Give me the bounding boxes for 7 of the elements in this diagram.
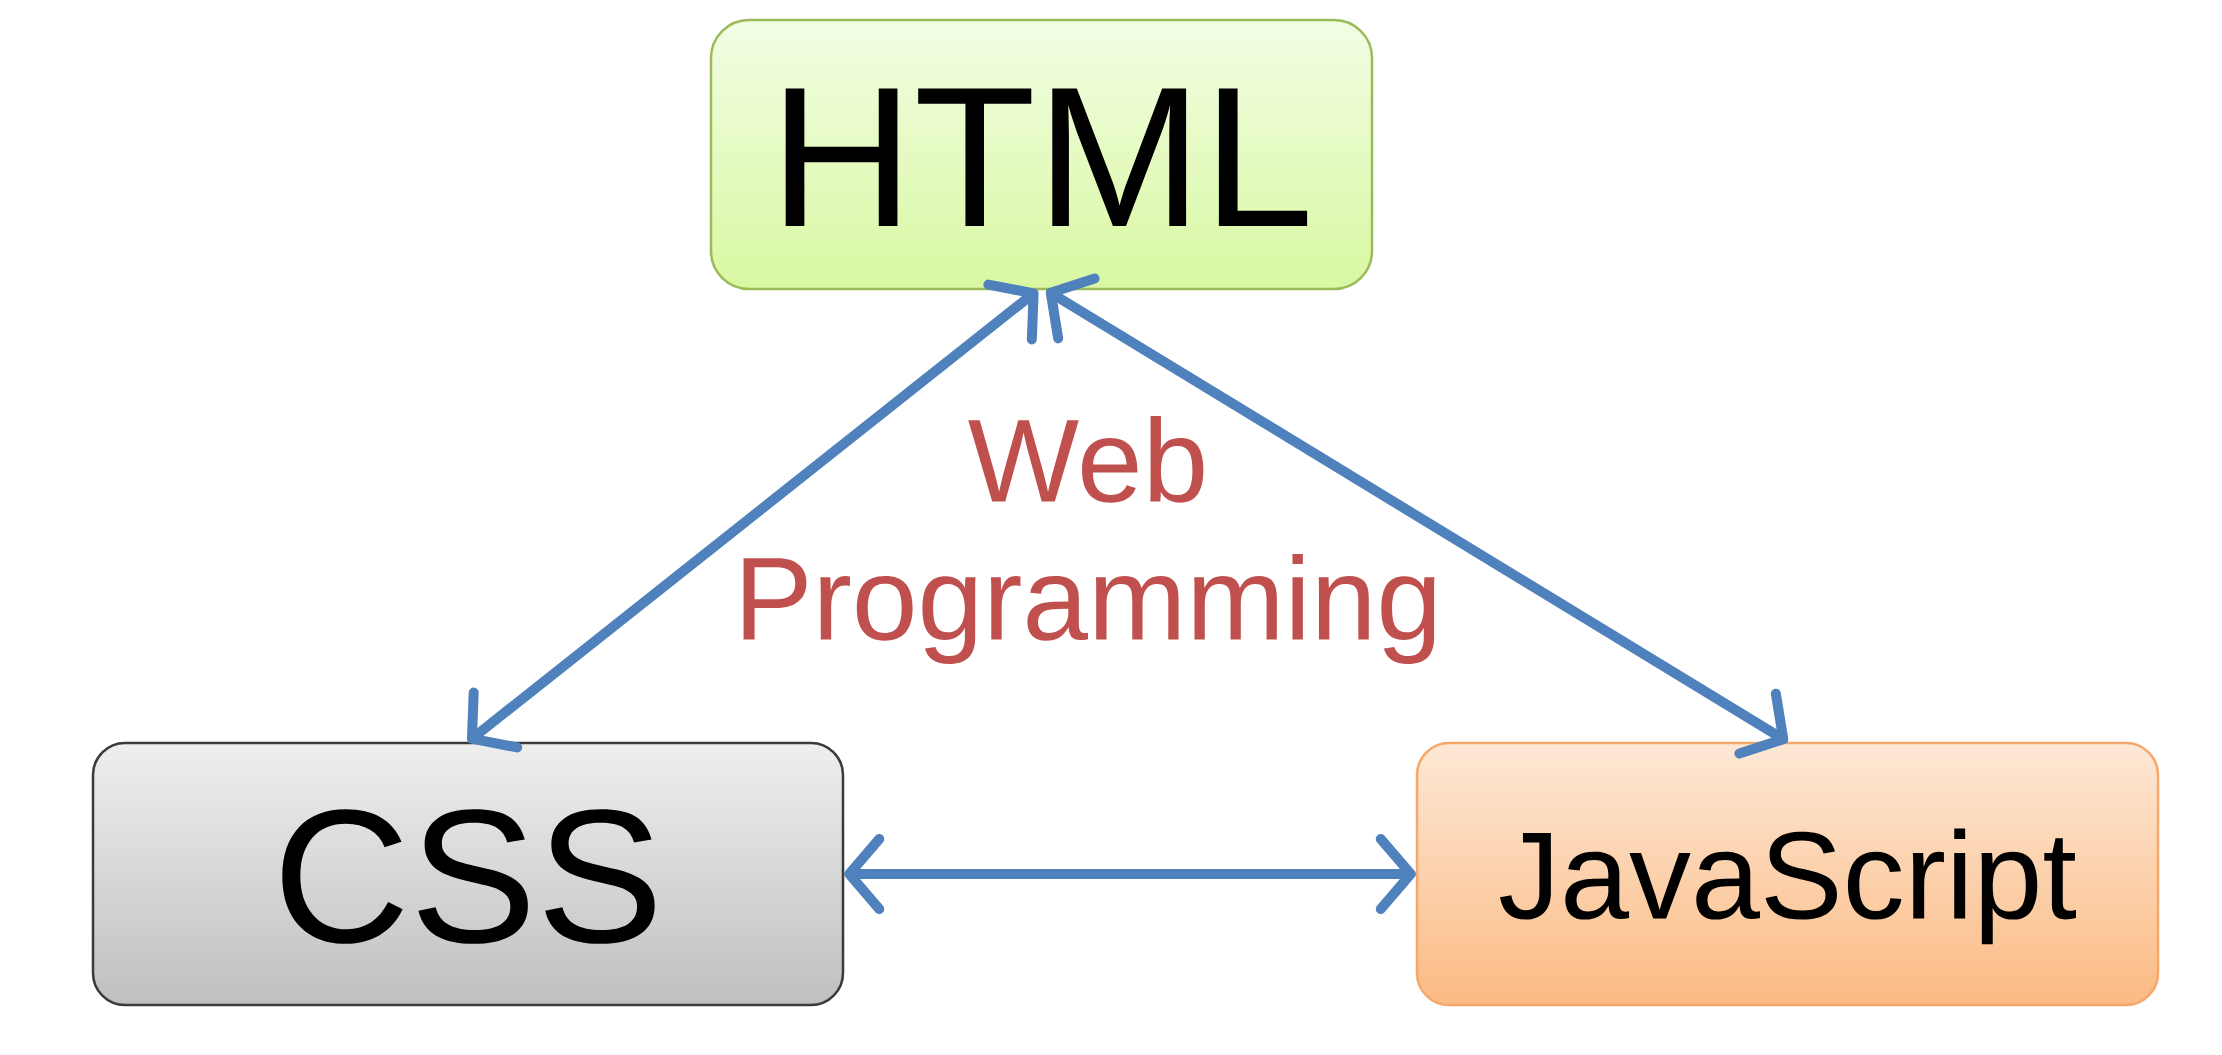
rounded-box: HTML [709, 18, 1374, 291]
double-arrow [844, 834, 1416, 914]
rounded-box: JavaScript [1415, 741, 2160, 1007]
rounded-box: CSS [91, 741, 845, 1007]
double-arrow [466, 279, 1039, 753]
double-arrow [1045, 273, 1789, 759]
diagram-label: Web Programming [743, 416, 1435, 664]
